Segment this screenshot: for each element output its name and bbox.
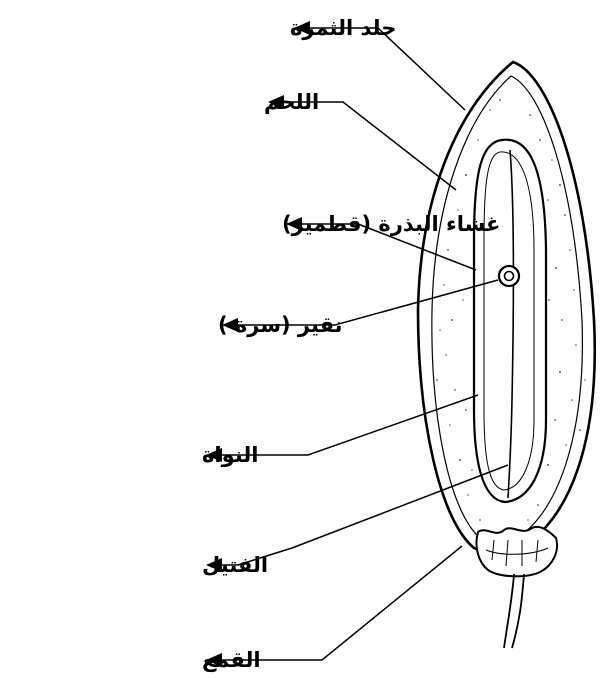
label-wick: الفتيل (202, 553, 268, 577)
calyx-cap (476, 527, 557, 576)
label-seed: النواة (202, 443, 258, 467)
label-pit-mark: نقير (سرة ) (218, 313, 343, 337)
label-flesh: اللحم (264, 90, 319, 114)
labels: جلد الثمرة اللحم غشاء البذرة (قطمير) نقي… (202, 16, 500, 672)
leader-wick (222, 465, 508, 565)
leader-seed (222, 395, 478, 455)
label-cap: القمع (202, 648, 261, 672)
pit-mark-outer (499, 266, 519, 286)
label-fruit-skin: جلد الثمرة (290, 16, 396, 40)
leader-flesh (284, 102, 456, 190)
fruit-stalk (504, 574, 524, 648)
leader-fruit-skin (310, 28, 465, 110)
label-seed-coat: غشاء البذرة (قطمير) (282, 212, 500, 236)
